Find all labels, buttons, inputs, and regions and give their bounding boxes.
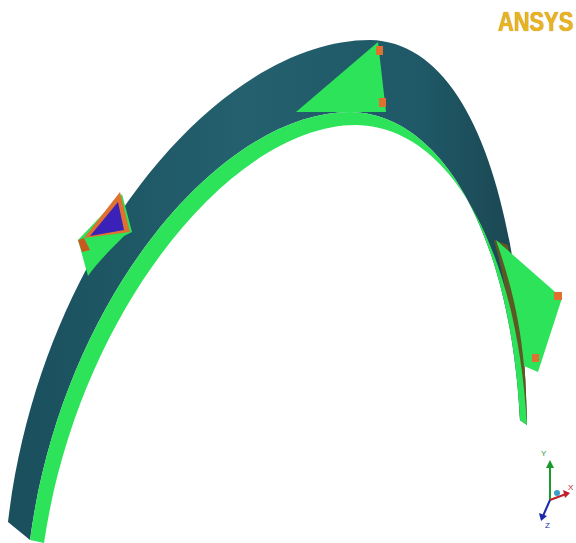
stiffener — [376, 46, 383, 55]
gusset-plate — [296, 42, 386, 112]
gusset-plate — [496, 240, 562, 372]
stiffener-edge — [78, 238, 90, 252]
axis-triad — [539, 460, 570, 521]
arch-rim — [30, 112, 527, 543]
stiffener — [532, 354, 539, 362]
stiffener — [379, 98, 386, 107]
stiffener — [84, 192, 130, 238]
software-logo: ANSYS — [498, 8, 573, 36]
stiffener-face — [90, 202, 124, 236]
axis-label: Y — [541, 450, 546, 458]
stiffener — [554, 292, 562, 300]
axis-label: Z — [545, 522, 550, 530]
axis-label: X — [568, 484, 573, 492]
arch-band — [8, 40, 527, 540]
